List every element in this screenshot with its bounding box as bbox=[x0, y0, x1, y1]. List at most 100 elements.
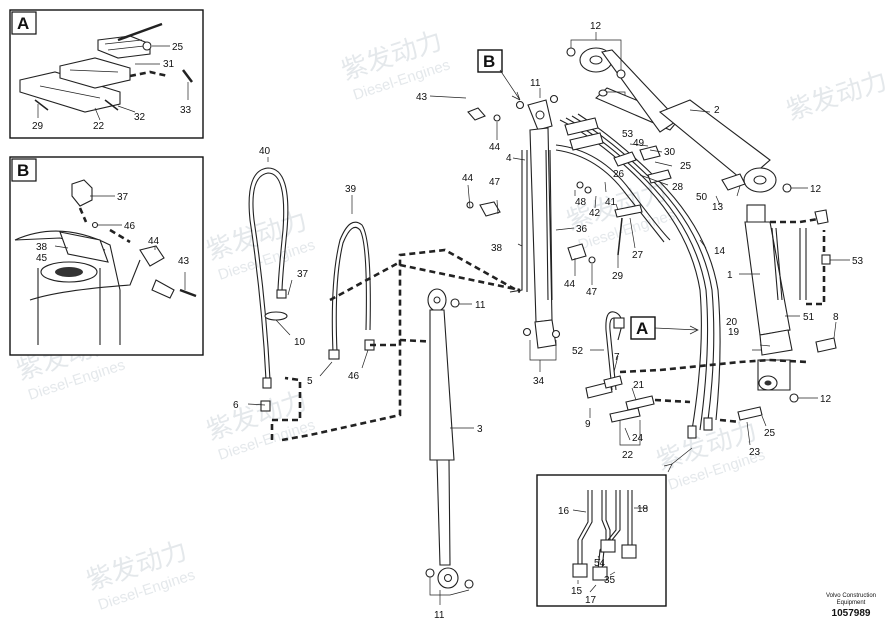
label: 20 bbox=[726, 317, 738, 328]
cylinder-4-barrel bbox=[529, 127, 553, 323]
label: 12 bbox=[810, 184, 822, 195]
clamp-middle bbox=[59, 57, 131, 89]
cylinder-3: 11 3 11 bbox=[425, 288, 486, 621]
label: 5 bbox=[307, 376, 313, 387]
label: 35 bbox=[604, 575, 616, 586]
label: 44 bbox=[489, 142, 501, 153]
label: 49 bbox=[633, 138, 645, 149]
label: 8 bbox=[833, 312, 839, 323]
label: 12 bbox=[590, 21, 602, 32]
callout-a: A bbox=[630, 316, 699, 340]
cylinder-2-barrel bbox=[658, 99, 771, 183]
label: 38 bbox=[36, 242, 48, 253]
clamp-21 bbox=[625, 395, 655, 411]
fitting-17 bbox=[592, 566, 608, 581]
washer bbox=[142, 41, 152, 51]
clip bbox=[151, 279, 175, 299]
label: 25 bbox=[172, 42, 184, 53]
callout-b: B bbox=[477, 49, 521, 101]
label: 27 bbox=[632, 250, 644, 261]
label: 54 bbox=[594, 558, 606, 569]
label: 38 bbox=[491, 243, 503, 254]
label: 40 bbox=[259, 146, 271, 157]
label: 13 bbox=[712, 202, 724, 213]
callout-b-tag: B bbox=[483, 52, 495, 71]
fitting-54 bbox=[600, 539, 616, 553]
label: 29 bbox=[612, 271, 624, 282]
label: 42 bbox=[589, 208, 601, 219]
fitting-hose-40 bbox=[262, 377, 272, 389]
hose-bundle: 30 25 26 28 48 42 41 50 13 27 29 14 bbox=[555, 113, 746, 439]
label: 29 bbox=[32, 121, 44, 132]
fitting-37 bbox=[276, 289, 287, 299]
washer-11 bbox=[450, 298, 460, 308]
plate-27 bbox=[614, 204, 643, 218]
inset-b-tag: B bbox=[17, 161, 29, 180]
inset-b-tag-box bbox=[11, 158, 37, 182]
callout-b-box bbox=[477, 49, 503, 73]
label: 11 bbox=[475, 300, 486, 311]
o-ring-46 bbox=[91, 221, 99, 229]
label: 36 bbox=[576, 224, 588, 235]
pin-29 bbox=[617, 217, 623, 256]
fitting-5 bbox=[328, 349, 340, 360]
fitting-35 bbox=[621, 544, 637, 559]
cylinder-1-barrel bbox=[744, 221, 791, 336]
label: 15 bbox=[571, 586, 583, 597]
washer-12 bbox=[789, 393, 799, 403]
label: 17 bbox=[585, 595, 597, 606]
label: 22 bbox=[93, 121, 105, 132]
clamp-43 bbox=[467, 107, 486, 121]
label: 9 bbox=[585, 419, 591, 430]
fitting-28 bbox=[647, 169, 672, 184]
clamp-44 bbox=[139, 245, 165, 267]
fitting-6 bbox=[260, 400, 271, 412]
block-48 bbox=[564, 117, 599, 136]
label: 25 bbox=[680, 161, 692, 172]
bolt-43 bbox=[179, 288, 197, 298]
cap-37 bbox=[71, 179, 93, 207]
label: 51 bbox=[803, 312, 815, 323]
fitting-49 bbox=[598, 89, 608, 97]
label: 37 bbox=[117, 192, 129, 203]
cylinder-2: 12 2 49 53 12 bbox=[566, 21, 822, 195]
label: 10 bbox=[294, 337, 306, 348]
label: 23 bbox=[749, 447, 761, 458]
label: 11 bbox=[434, 610, 445, 621]
pipe-36 bbox=[545, 149, 553, 301]
hose-group-left: 40 39 37 10 5 46 6 bbox=[233, 146, 521, 442]
label: 33 bbox=[180, 105, 192, 116]
fitting-53 bbox=[821, 254, 831, 265]
label: 24 bbox=[632, 433, 644, 444]
label: 6 bbox=[233, 400, 239, 411]
pipe-38 bbox=[509, 150, 528, 293]
cylinder-3-barrel bbox=[429, 309, 455, 461]
clamp-24 bbox=[609, 407, 641, 423]
label: 22 bbox=[622, 450, 634, 461]
label: 45 bbox=[36, 253, 48, 264]
label: 41 bbox=[605, 197, 617, 208]
hose-16 bbox=[577, 490, 593, 565]
label: 4 bbox=[506, 153, 512, 164]
label: 7 bbox=[614, 352, 620, 363]
fitting-50 bbox=[721, 173, 746, 191]
label: 18 bbox=[637, 504, 649, 515]
cylinder-outline bbox=[14, 230, 121, 345]
drawing-number: 1057989 bbox=[831, 608, 871, 619]
hose-39 bbox=[331, 221, 371, 353]
cylinder-3-rod bbox=[436, 459, 451, 566]
label: 47 bbox=[586, 287, 598, 298]
label: 21 bbox=[633, 380, 645, 391]
label: 44 bbox=[148, 236, 160, 247]
fitting-26 bbox=[613, 151, 637, 167]
footer-line-2: Equipment bbox=[836, 600, 866, 606]
label: 19 bbox=[728, 327, 740, 338]
label: 1 bbox=[727, 270, 733, 281]
cylinder-1: 1 53 51 20 19 8 12 bbox=[726, 204, 864, 405]
label: 46 bbox=[124, 221, 136, 232]
watermark-cn: 紫发动力 bbox=[783, 65, 890, 126]
label: 53 bbox=[622, 129, 634, 140]
label: 52 bbox=[572, 346, 584, 357]
inset-b: B 37 46 38 45 44 43 bbox=[9, 156, 204, 356]
fitting-bundle-end bbox=[687, 425, 697, 439]
